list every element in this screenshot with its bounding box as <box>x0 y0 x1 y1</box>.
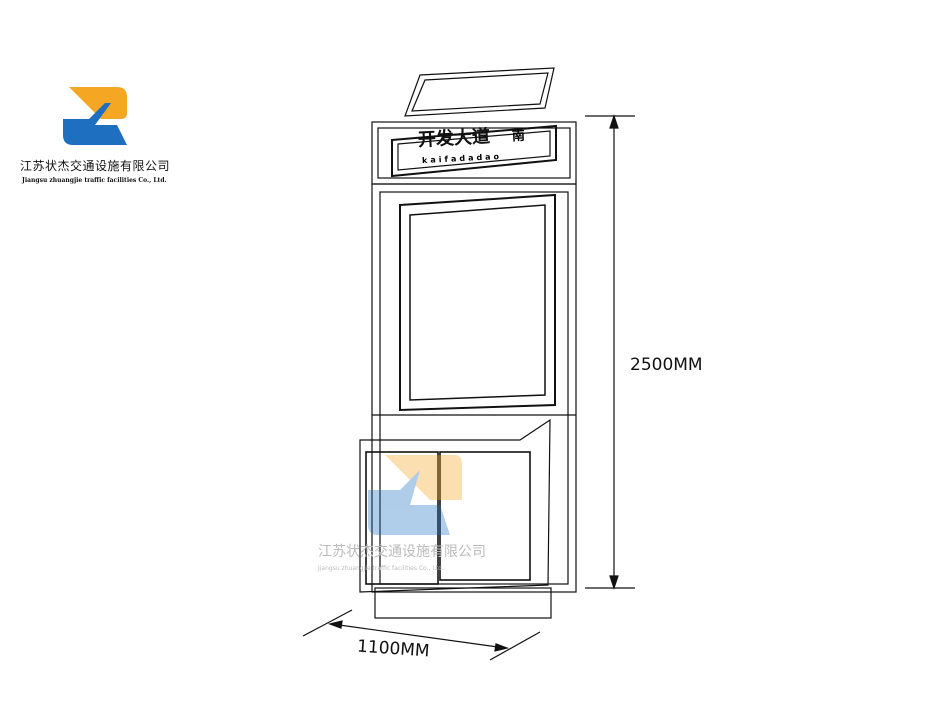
watermark-name-cn: 江苏状杰交通设施有限公司 <box>318 544 486 560</box>
cabinet-body <box>371 183 577 593</box>
width-dimension-label: 1100MM <box>356 636 431 662</box>
company-logo <box>10 85 180 153</box>
lower-box <box>359 418 552 619</box>
watermark-name-en: Jiangsu zhuangjie traffic facilities Co.… <box>318 565 444 572</box>
height-dimension-line <box>585 114 635 590</box>
z-logo-icon <box>63 87 127 145</box>
road-name: 开发大道 <box>417 126 491 151</box>
company-name-cn: 江苏状杰交通设施有限公司 <box>20 159 171 173</box>
height-dimension-label: 2500MM <box>630 355 703 375</box>
watermark-logo <box>368 455 462 535</box>
company-name-en: Jiangsu zhuangjie traffic facilities Co.… <box>22 177 167 184</box>
direction-label: 南 <box>511 128 526 145</box>
top-frame <box>404 67 555 117</box>
width-dimension-line <box>302 609 541 661</box>
